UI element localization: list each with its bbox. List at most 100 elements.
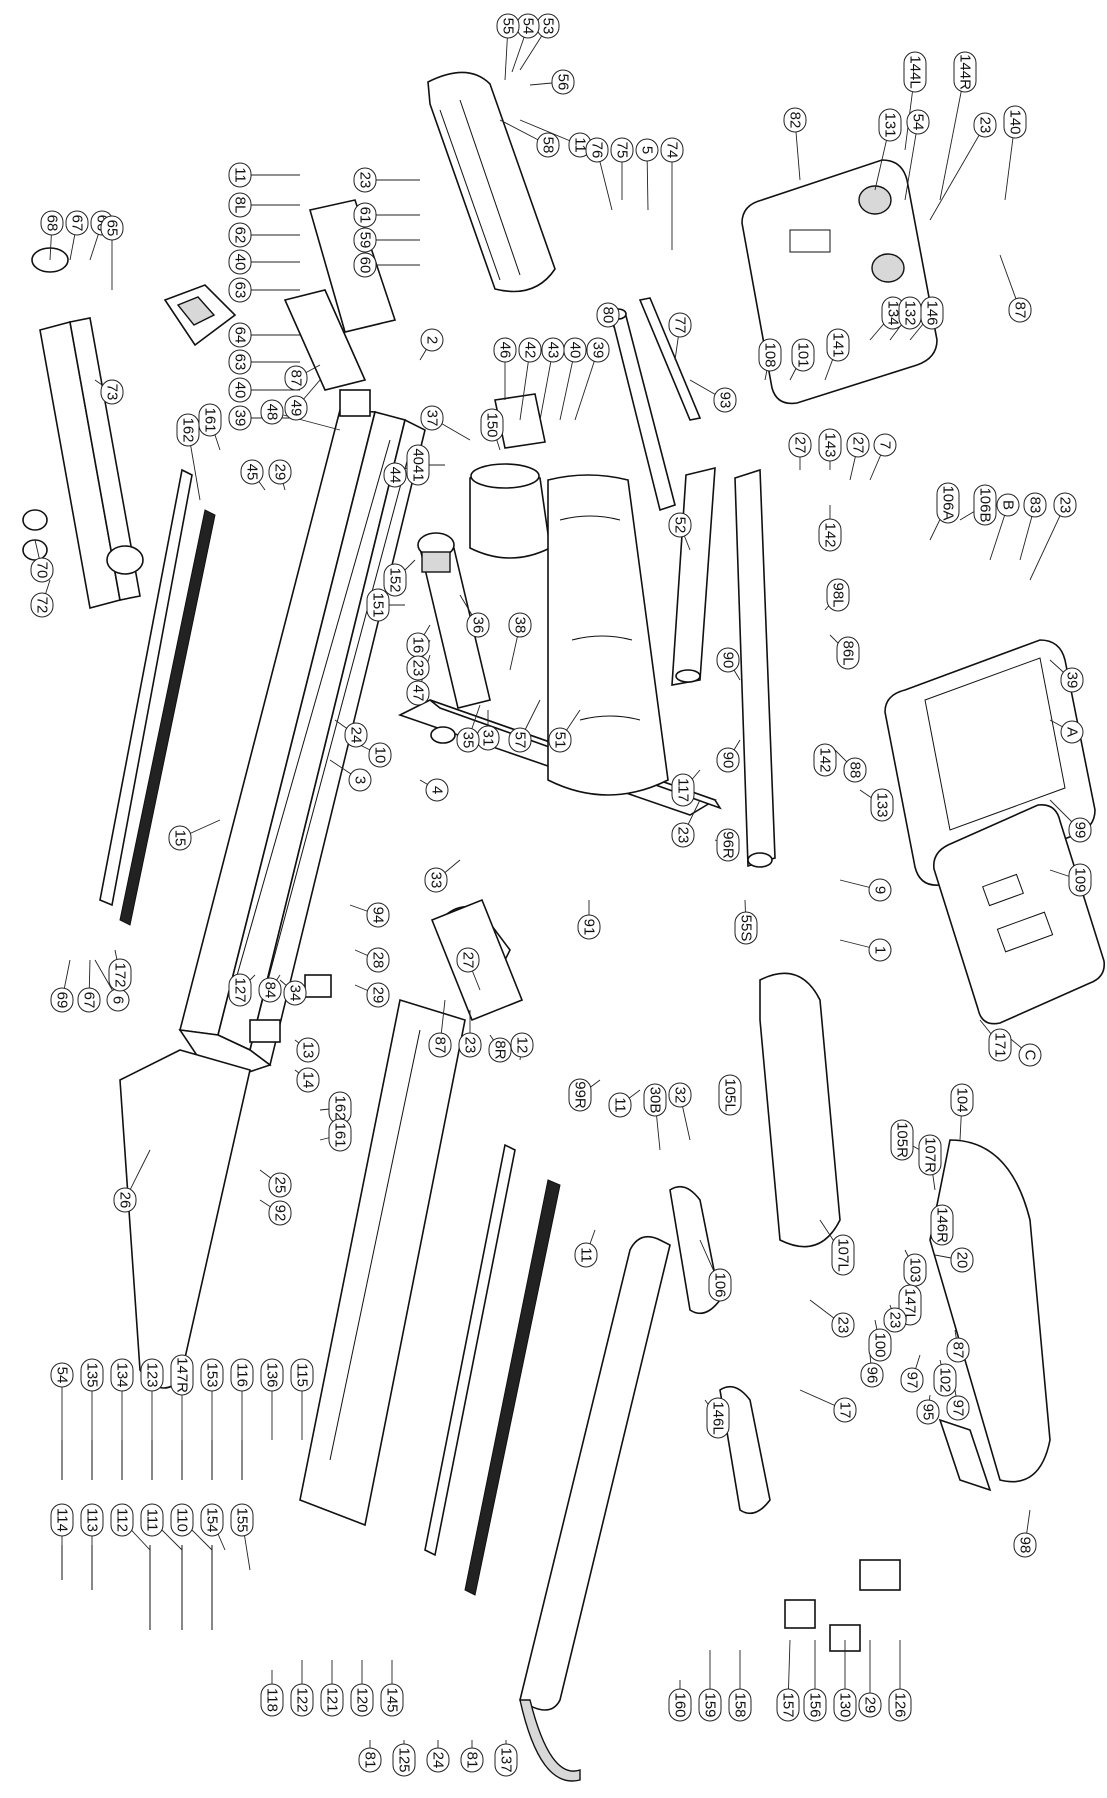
callout-bubble (953, 51, 977, 93)
callout-label: 28 (366, 947, 390, 973)
callout-bubble (846, 432, 870, 458)
callout-number: 12 (514, 1037, 531, 1054)
callout-label: 116 (230, 1358, 254, 1392)
callout-number: 141 (830, 332, 847, 357)
callout-label: 29 (858, 1692, 882, 1718)
callout-label: 146R (930, 1204, 954, 1246)
callout-number: 92 (272, 1205, 289, 1222)
callout-label: 111 (140, 1503, 164, 1537)
callout-label: 64 (228, 322, 252, 348)
callout-number: 144L (907, 55, 924, 88)
callout-bubble (728, 1688, 752, 1722)
callout-number: 16 (410, 637, 427, 654)
callout-bubble (383, 563, 407, 597)
callout-label: 99R (568, 1078, 592, 1112)
callout-label: 35 (456, 727, 480, 753)
callout-number: 23 (462, 1037, 479, 1054)
callout-label: 7 (873, 433, 897, 457)
callout-label: 153 (200, 1358, 224, 1392)
callout-label: 162 (328, 1091, 352, 1125)
callout-bubble (296, 1067, 320, 1093)
callout-label: 23 (973, 112, 997, 138)
callout-bubble (563, 337, 587, 363)
callout-number: 117 (675, 778, 692, 802)
callout-label: 154 (200, 1503, 224, 1537)
callout-number: 90 (720, 752, 737, 769)
callout-number: 99 (1072, 822, 1089, 839)
callout-bubble (456, 947, 480, 973)
callout-label: 32 (668, 1082, 692, 1108)
callout-bubble (366, 947, 390, 973)
callout-label: 122 (290, 1683, 314, 1717)
callout-number: 77 (672, 317, 689, 334)
callout-label: 146 (920, 296, 944, 330)
callout-bubble (260, 399, 284, 425)
callout-label: 1 (868, 938, 892, 962)
front-cover-103 (929, 1139, 1051, 1483)
callout-label: 23 (406, 655, 430, 681)
callout-label: 12 (510, 1032, 534, 1058)
callout-bubble (420, 405, 444, 431)
callout-number: 24 (430, 1752, 447, 1769)
callout-label: 49 (284, 395, 308, 421)
callout-label: 105R (890, 1119, 914, 1161)
callout-bubble (290, 1358, 314, 1392)
callout-bubble (228, 222, 252, 248)
callout-label: 68 (40, 210, 64, 236)
callout-number: 57 (512, 732, 529, 749)
callout-label: 162 (176, 413, 200, 447)
callout-label: 99 (1068, 817, 1092, 843)
callout-number: 23 (835, 1317, 852, 1334)
callout-label: 24 (426, 1747, 450, 1773)
callout-bubble (843, 757, 867, 783)
callout-label: 14 (296, 1067, 320, 1093)
callout-label: 69 (50, 987, 74, 1013)
callout-number: 84 (262, 982, 279, 999)
callout-label: 90 (716, 647, 740, 673)
callout-label: 126 (888, 1688, 912, 1722)
callout-number: 93 (717, 392, 734, 409)
callout-bubble (260, 1683, 284, 1717)
callout-bubble (713, 387, 737, 413)
callout-label: 106B (973, 484, 997, 526)
callout-number: 121 (324, 1687, 341, 1712)
callout-bubble (284, 365, 308, 391)
callout-bubble (368, 742, 392, 768)
callout-label: 74 (660, 137, 684, 163)
callout-bubble (100, 215, 124, 241)
callout-number: 5 (639, 146, 656, 154)
running-deck (299, 998, 466, 1527)
callout-number: A (1064, 727, 1081, 737)
callout-label: 11 (608, 1092, 632, 1118)
callout-bubble (350, 1683, 374, 1717)
callout-number: 26 (117, 1192, 134, 1209)
callout-number: 159 (702, 1692, 719, 1717)
callout-number: 87 (432, 1037, 449, 1054)
callout-bubble (1068, 817, 1092, 843)
callout-label: 40 (563, 337, 587, 363)
callout-number: 127 (232, 977, 249, 1002)
callout-number: 73 (104, 384, 121, 401)
callout-bubble (950, 1083, 974, 1117)
callout-number: 61 (357, 207, 374, 224)
callout-label: 161 (328, 1118, 352, 1152)
callout-number: 27 (460, 952, 477, 969)
callout-bubble (1018, 1043, 1042, 1067)
callout-number: 46 (497, 342, 514, 359)
callout-number: 162 (180, 417, 197, 442)
callout-number: 40 (232, 382, 249, 399)
callout-label: 39 (586, 337, 610, 363)
callout-number: 106 (712, 1272, 729, 1297)
callout-bubble (518, 337, 542, 363)
callout-label: 115 (290, 1358, 314, 1392)
callout-number: 75 (614, 142, 631, 159)
callout-label: 53 (536, 13, 560, 39)
callout-label: 55 (496, 13, 520, 39)
callout-number: 132 (902, 300, 919, 325)
callout-label: 29 (366, 982, 390, 1008)
callout-bubble (366, 982, 390, 1008)
callout-bubble (108, 958, 132, 992)
callout-number: 51 (552, 732, 569, 749)
callout-number: 9 (872, 886, 889, 894)
callout-number: 120 (354, 1687, 371, 1712)
